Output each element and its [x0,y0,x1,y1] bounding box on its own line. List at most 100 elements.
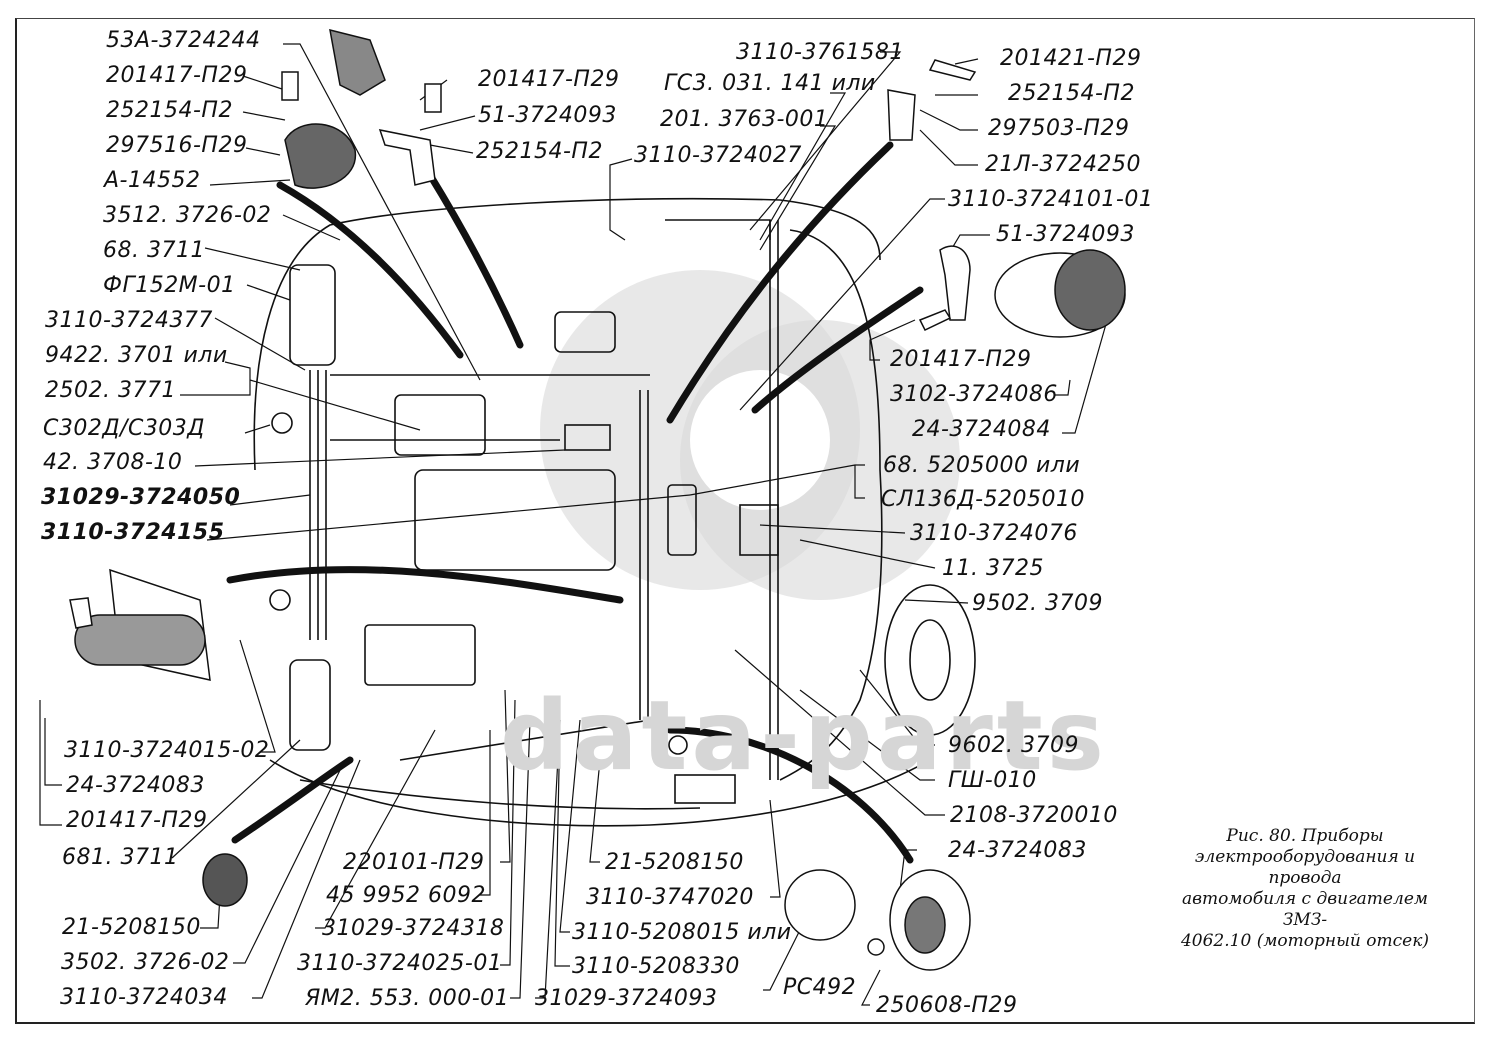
caption-line: электрооборудования и провода [1194,847,1416,888]
body-outline [253,197,881,471]
harness-center-vertical [639,390,649,720]
bolt-right [918,309,952,331]
coolant-tank [667,484,697,556]
part-label: 3110-5208330 [572,954,740,979]
horn-left-lower [269,589,291,611]
steering-wheel [884,584,976,736]
part-label: 21Л-3724250 [985,152,1141,177]
harness-left-vertical [309,370,327,640]
part-label: 3110-3724015-02 [64,738,270,763]
connector-top-left [329,28,386,96]
part-label: 3110-3747020 [586,885,754,910]
part-label: 252154-П2 [1008,81,1135,106]
horn-left [271,412,293,434]
part-label: 53А-3724244 [106,28,261,53]
part-label: 2108-3720010 [950,803,1118,828]
part-label: 11. 3725 [942,556,1044,581]
part-label: 201417-П29 [66,808,208,833]
part-label: 297503-П29 [988,116,1130,141]
washer-pump [674,774,736,804]
part-label: 51-3724093 [996,222,1135,247]
bolt-top-left [281,71,299,101]
wiper-motor [554,311,616,353]
part-label: 31029-3724318 [322,916,505,941]
arrow-from-bracket-right [666,141,894,424]
part-label: ГС3. 031. 141 или [664,71,876,96]
part-label: 51-3724093 [478,103,617,128]
part-label: 3110-3724025-01 [297,951,503,976]
pointer-arrows [226,141,924,864]
bolt-top-right [928,59,977,81]
part-label: РС492 [783,975,857,1000]
part-label: 42. 3708-10 [43,450,183,475]
arrow-from-connector-top-left [276,181,464,359]
part-label: 9502. 3709 [972,591,1103,616]
part-label: 24-3724084 [912,417,1051,442]
arrow-from-plug-bottom-right [666,726,914,864]
figure-caption: Рис. 80. Приборы электрооборудования и п… [1160,826,1450,952]
part-label: 45 9952 6092 [326,883,486,908]
part-label: 3110-3761581 [736,40,904,65]
front-panel [299,779,701,810]
part-label: 31029-3724050 [41,485,241,510]
part-label: 3110-5208015 или [572,920,792,945]
relay-box [564,424,611,451]
part-label: 220101-П29 [343,850,485,875]
body-outline-right [779,229,883,781]
headlight-left [289,264,336,366]
steering-hub [909,619,951,701]
bracket-top-center [378,129,436,186]
part-label: ЯМ2. 553. 000-01 [305,986,510,1011]
caption-line: автомобиля с двигателем ЗМЗ- [1182,889,1428,930]
part-label: ФГ152М-01 [103,273,236,298]
part-label: 3502. 3726-02 [61,950,230,975]
watermark-logo [540,270,960,600]
part-label: 24-3724083 [948,838,1087,863]
part-label: 3110-3724076 [910,521,1078,546]
plug-right-body [1054,249,1126,331]
part-label: 3110-3724101-01 [948,187,1154,212]
part-label: 2502. 3771 [45,378,176,403]
exploded-parts [69,28,1126,971]
part-label: 3512. 3726-02 [103,203,272,228]
bolt-left [69,597,93,629]
headlight-left-bottom [289,659,331,751]
harness-top [665,219,771,240]
part-label: 201417-П29 [478,67,620,92]
watermark-text: data-parts [500,680,1108,792]
part-label: 252154-П2 [476,139,603,164]
socket-left-shaft [74,614,206,666]
part-label: 3110-3724377 [45,308,213,333]
part-label: 3110-3724027 [634,143,802,168]
arrow-from-grommet [231,756,354,844]
horn-right [668,735,688,755]
part-label: 24-3724083 [66,773,205,798]
part-label: 252154-П2 [106,98,233,123]
part-label: С302Д/С303Д [43,416,205,441]
part-label: 9602. 3709 [948,733,1079,758]
fuse-box [739,504,779,556]
part-label: 21-5208150 [605,850,744,875]
bracket-top-right [887,89,916,141]
part-label: 201421-П29 [1000,46,1142,71]
part-label: 9422. 3701 или [45,343,228,368]
bolt-top-center [424,83,442,113]
caption-line: 4062.10 (моторный отсек) [1180,931,1430,951]
arrow-from-bracket-top [426,171,524,349]
plug-bottom-right-core [904,896,946,954]
relay-rc492 [784,869,856,941]
part-label: А-14552 [104,168,201,193]
figure-frame [15,18,1475,1024]
ignition-coil [394,394,486,456]
part-label: 681. 3711 [62,845,179,870]
caption-line: Рис. 80. Приборы [1226,826,1384,846]
part-label: СЛ136Д-5205010 [881,487,1086,512]
clamp-right [939,245,971,321]
battery [364,624,476,686]
part-label: 201. 3763-001 [660,107,829,132]
part-label: 3110-3724034 [60,985,228,1010]
arrow-from-plug-left [226,566,624,604]
part-label: 250608-П29 [876,993,1018,1018]
grommet-top-left [284,123,357,189]
